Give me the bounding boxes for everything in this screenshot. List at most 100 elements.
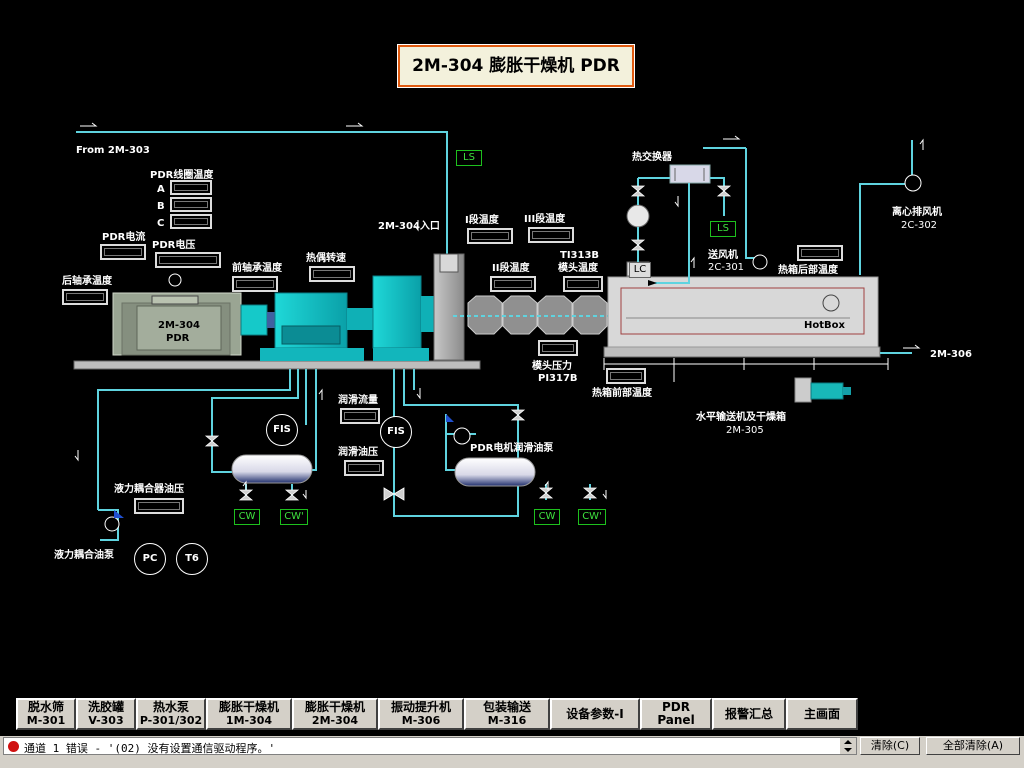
platform-base [73,360,481,370]
label-fluid-coupling-pressure: 液力耦合器油压 [114,484,184,495]
label-stage3-temp: III段温度 [524,214,566,225]
stage1-temp-value [467,228,513,244]
nav-button-sublabel: V-303 [88,714,124,727]
level-switch-1-tag[interactable]: LS [456,150,482,166]
stage3-temp-value [528,227,574,243]
nav-button-sublabel: 2M-304 [311,714,359,727]
hotbox-rear-temp-value [797,245,843,261]
clear-button[interactable]: 清除(C) [860,737,920,755]
process-diagram [73,122,924,541]
label-to-2m306: 2M-306 [930,349,972,360]
cooling-water-2-tag[interactable]: CW' [280,509,308,525]
screen-title: 2M-304 膨胀干燥机 PDR [397,44,635,88]
label-blower-tag: 2C-301 [708,262,745,273]
label-coil-b: B [157,201,165,212]
label-coil-a: A [157,184,165,195]
lube-tank-1 [231,454,313,484]
feed-inlet [433,253,465,361]
status-bar: 通道 1 错误 - '(02) 没有设置通信驱动程序。' 清除(C) 全部清除(… [0,736,1024,768]
nav-button-label: 主画面 [803,706,840,721]
cooling-water-1-tag[interactable]: CW [234,509,260,525]
nav-button-9[interactable]: PDR Panel [640,698,712,730]
label-die-temp: 模头温度 [558,263,598,274]
label-stage1-temp: I段温度 [465,215,499,226]
gearbox-1 [260,292,373,361]
nav-button-label: 膨胀干燥机 [304,700,365,714]
worm-speed-value [309,266,355,282]
label-pdr-voltage: PDR电压 [152,240,196,251]
label-pdr-current: PDR电流 [102,232,146,243]
heat-exchanger-unit [626,164,711,277]
nav-button-sublabel: 1M-304 [225,714,273,727]
conveyor-motor [794,377,851,403]
blower-symbol [752,254,768,270]
label-lube-flow: 润滑流量 [338,395,378,406]
lube-tank-2 [454,457,536,487]
scroll-arrows-icon[interactable] [840,738,856,754]
label-pi317b: PI317B [538,373,578,384]
clear-all-button[interactable]: 全部清除(A) [926,737,1020,755]
nav-button-8[interactable]: 设备参数-I [550,698,640,730]
lube-pressure-value [344,460,384,476]
cooling-water-3-tag[interactable]: CW [534,509,560,525]
cooling-water-4-tag[interactable]: CW' [578,509,606,525]
coil-temp-b-value [170,197,212,212]
die-pressure-value [538,340,578,356]
label-die-pressure: 模头压力 [532,361,572,372]
alarm-message-text: 通道 1 错误 - '(02) 没有设置通信驱动程序。' [24,742,276,755]
label-lube-pressure: 润滑油压 [338,447,378,458]
nav-button-label: 包装输送 [482,700,531,714]
label-worm-speed: 热偶转速 [306,253,346,264]
nav-button-sublabel: M-316 [487,714,527,727]
nav-button-label: 脱水筛 [27,700,64,714]
feed-pipe [76,131,448,255]
pumps [104,427,471,532]
hotbox-air-pipes [637,140,913,354]
flow-indicator-switch-1[interactable]: FIS [266,414,298,446]
flow-indicator-switch-2[interactable]: FIS [380,416,412,448]
screen-title-text: 2M-304 膨胀干燥机 PDR [412,56,620,76]
pdr-current-value [100,244,146,260]
lube-flow-value [340,408,380,424]
level-control-tag[interactable]: LC [629,262,651,278]
conveyor-line [603,358,889,382]
nav-button-label: 设备参数-I [566,706,624,721]
nav-button-sublabel: M-301 [26,714,66,727]
level-switch-2-tag[interactable]: LS [710,221,736,237]
alarm-message-box: 通道 1 错误 - '(02) 没有设置通信驱动程序。' [3,737,857,755]
label-rear-bearing-temp: 后轴承温度 [62,276,112,287]
pressure-controller[interactable]: PC [134,543,166,575]
label-stage2-temp: II段温度 [492,263,530,274]
hotbox-unit [607,276,879,348]
label-heat-exchanger: 热交换器 [632,152,672,163]
nav-button-10[interactable]: 报警汇总 [712,698,786,730]
label-hotbox-rear-temp: 热箱后部温度 [778,265,838,276]
nav-button-11[interactable]: 主画面 [786,698,858,730]
valves [204,185,732,501]
gearbox-2 [372,275,435,361]
hotbox-base [603,346,881,358]
centrifugal-fan-symbol [904,174,922,192]
nav-button-label: 热水泵 [152,700,189,714]
nav-button-label: 报警汇总 [724,706,773,721]
die-temp-value [563,276,603,292]
label-front-bearing-temp: 前轴承温度 [232,263,282,274]
nav-button-label: 膨胀干燥机 [218,700,279,714]
front-bearing-temp-value [232,276,278,292]
t6-indicator[interactable]: T6 [176,543,208,575]
label-pdr-name-1: 2M-304 [158,320,200,331]
coil-temp-c-value [170,214,212,229]
label-centrifugal-fan-tag: 2C-302 [901,220,938,231]
nav-button-sublabel: M-306 [401,714,441,727]
label-blower: 送风机 [708,250,738,261]
label-conveyor-dryer: 水平输送机及干燥箱 [696,412,786,423]
